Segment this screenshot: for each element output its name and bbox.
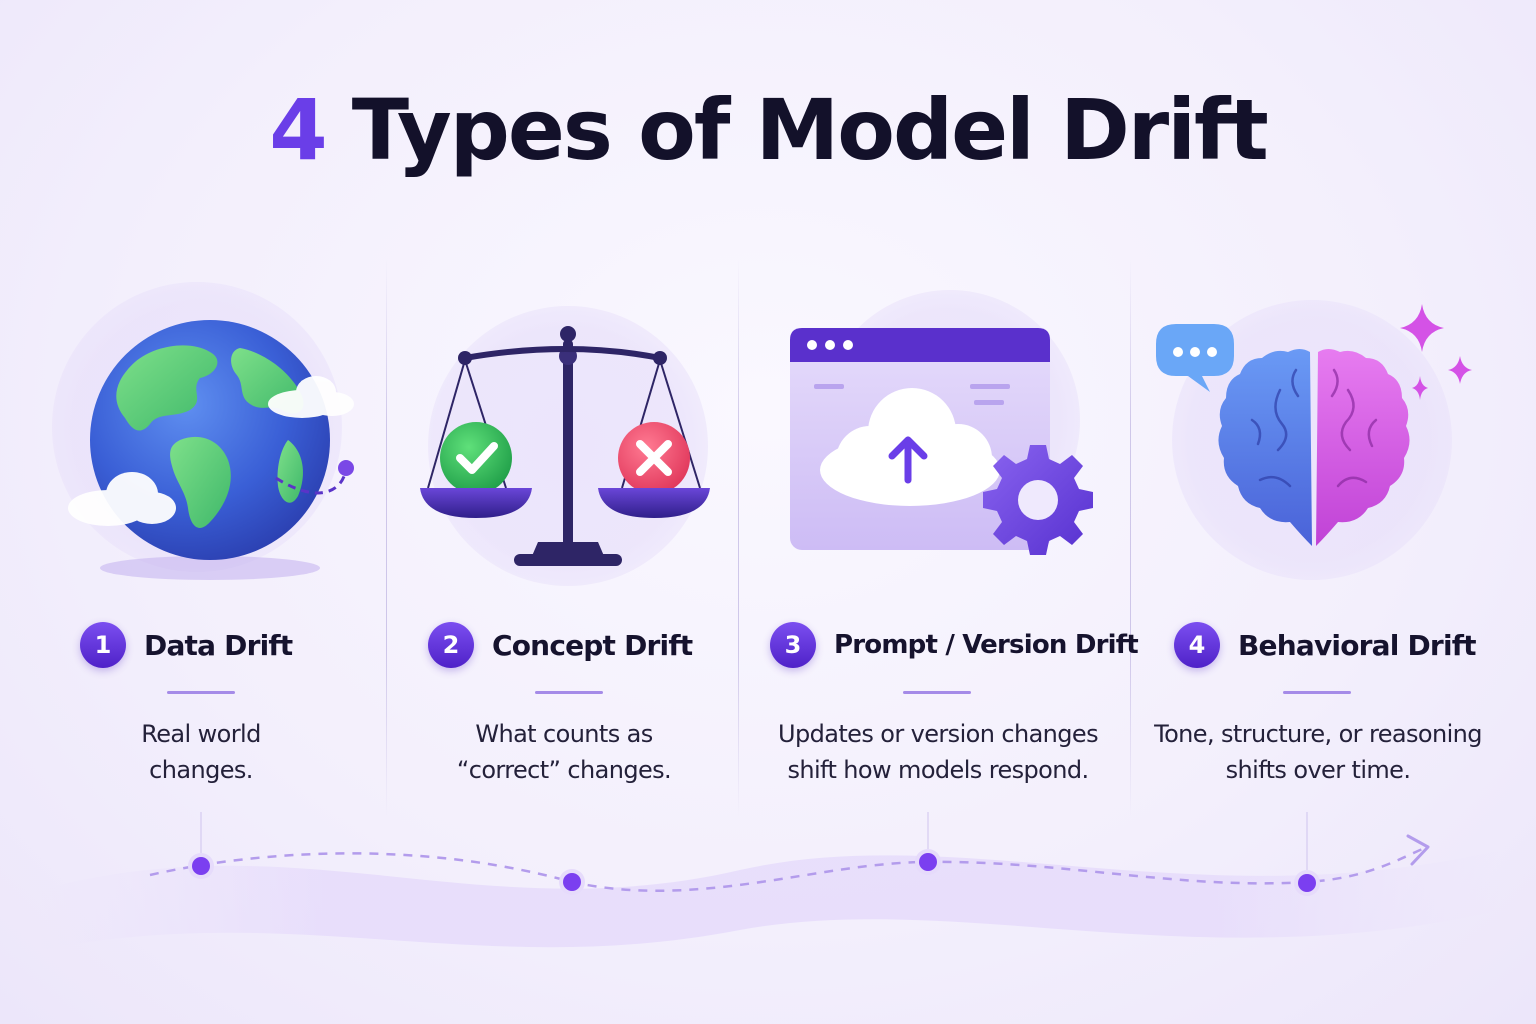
title-text: Types of Model Drift — [351, 81, 1269, 179]
drift-timeline — [40, 812, 1500, 950]
cloud-upload-window-icon — [790, 328, 1093, 555]
card-3-title: Prompt / Version Drift — [834, 630, 1139, 660]
timeline-dot-4 — [1294, 870, 1320, 896]
card-3-desc-line2: shift how models respond. — [787, 756, 1089, 784]
card-3-description: Updates or version changes shift how mod… — [758, 716, 1118, 788]
globe-icon — [68, 320, 354, 580]
card-4-heading: 4 Behavioral Drift — [1174, 620, 1477, 670]
column-divider-1 — [386, 258, 387, 818]
timeline-dot-2 — [559, 869, 585, 895]
card-2-title: Concept Drift — [492, 628, 693, 662]
card-4-description: Tone, structure, or reasoning shifts ove… — [1138, 716, 1498, 788]
card-3-underline — [903, 691, 971, 694]
card-3-heading: 3 Prompt / Version Drift — [770, 620, 1139, 670]
card-4-underline — [1283, 691, 1351, 694]
card-4-desc-line1: Tone, structure, or reasoning — [1154, 720, 1482, 748]
timeline-band — [40, 850, 1500, 950]
card-1-desc-line2: changes. — [149, 756, 253, 784]
timeline-dot-3 — [915, 849, 941, 875]
card-2-desc-line2: “correct” changes. — [456, 756, 672, 784]
card-2-badge: 2 — [428, 622, 474, 668]
card-2-heading: 2 Concept Drift — [428, 620, 693, 670]
card-1-heading: 1 Data Drift — [80, 620, 293, 670]
card-2-underline — [535, 691, 603, 694]
column-divider-3 — [1130, 258, 1131, 818]
timeline-arrow-icon — [1406, 834, 1430, 866]
card-2-desc-line1: What counts as — [475, 720, 653, 748]
card-4-title: Behavioral Drift — [1238, 628, 1477, 662]
card-1-badge: 1 — [80, 622, 126, 668]
card-1-underline — [167, 691, 235, 694]
card-3-badge: 3 — [770, 622, 816, 668]
brain-icon — [1156, 304, 1472, 546]
card-3-desc-line1: Updates or version changes — [778, 720, 1099, 748]
card-1-title: Data Drift — [144, 628, 293, 662]
column-divider-2 — [738, 258, 739, 818]
card-4-badge: 4 — [1174, 622, 1220, 668]
card-1-desc-line1: Real world — [141, 720, 261, 748]
scale-icon — [420, 326, 710, 566]
card-4-desc-line2: shifts over time. — [1225, 756, 1411, 784]
card-2-description: What counts as “correct” changes. — [384, 716, 744, 788]
card-1-description: Real world changes. — [21, 716, 381, 788]
timeline-dot-1 — [188, 853, 214, 879]
title-number: 4 — [269, 81, 327, 179]
